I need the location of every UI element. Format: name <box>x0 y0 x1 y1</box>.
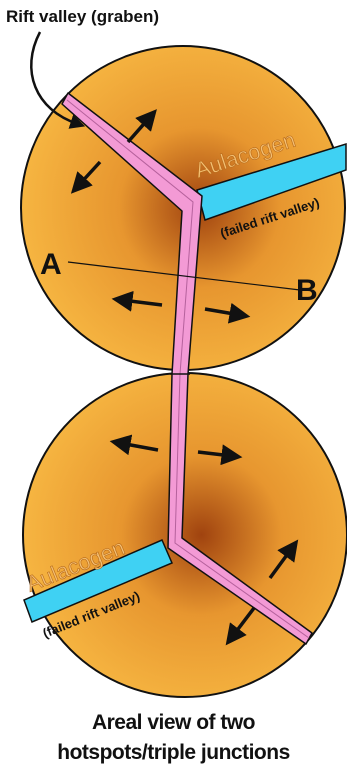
caption-line-2: hotspots/triple junctions <box>0 738 347 768</box>
caption-line-1: Areal view of two <box>0 708 347 738</box>
point-b-label: B <box>296 274 318 307</box>
point-a-label: A <box>40 248 62 281</box>
rift-valley-label: Rift valley (graben) <box>6 7 159 26</box>
